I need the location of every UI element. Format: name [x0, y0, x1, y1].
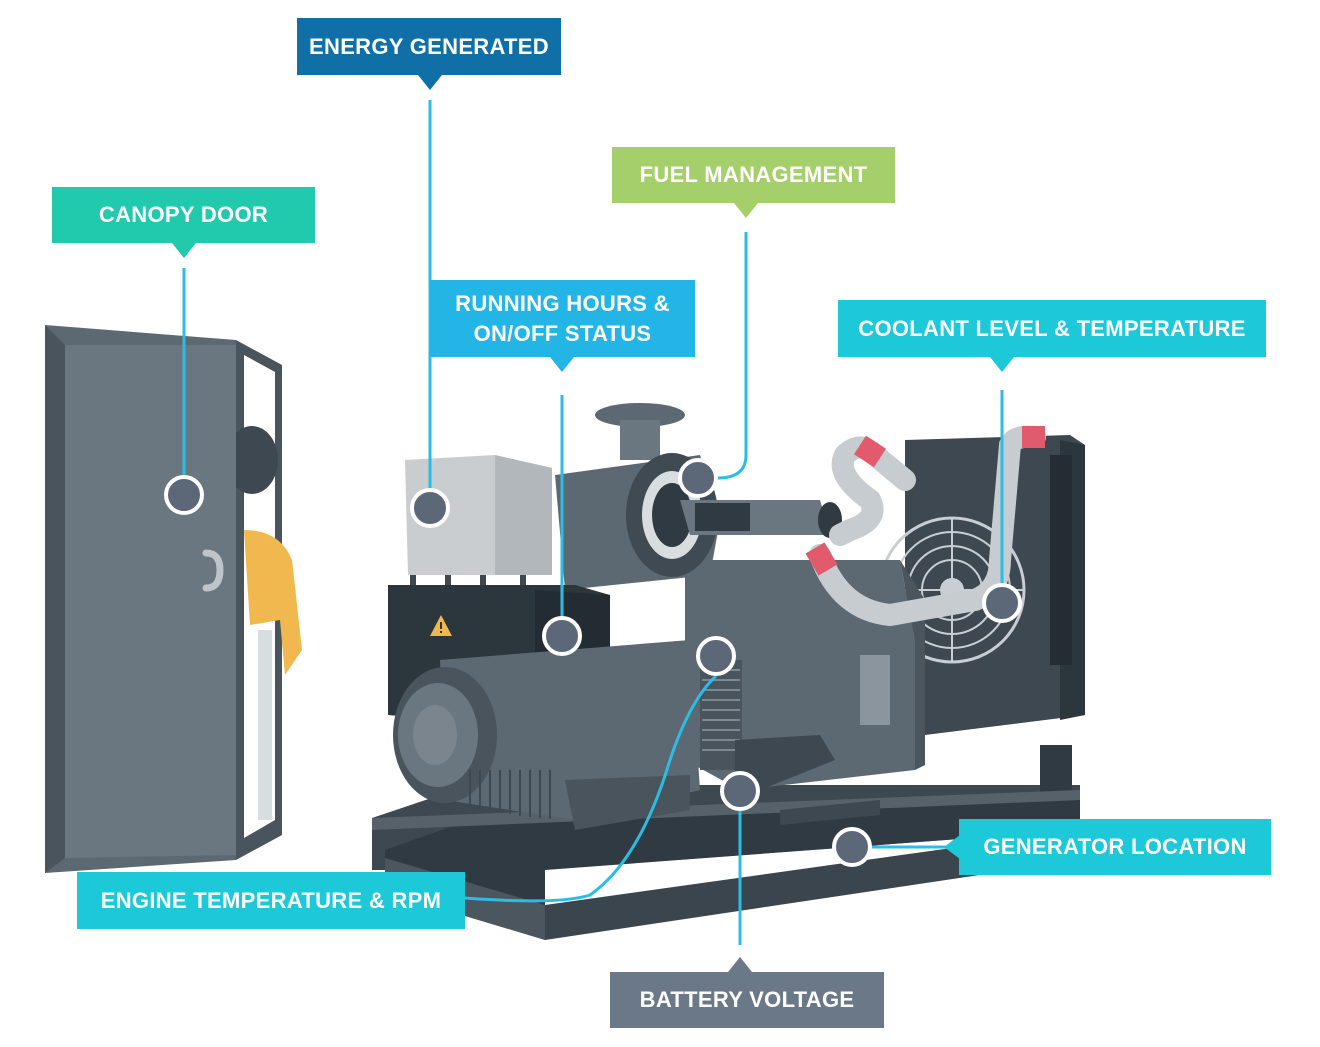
callout-running-hours: RUNNING HOURS & ON/OFF STATUS [430, 280, 695, 357]
person [226, 426, 302, 820]
sensor-dots [164, 458, 1022, 867]
callout-engine-temperature-text: ENGINE TEMPERATURE & RPM [100, 887, 442, 913]
callout-energy-generated: ENERGY GENERATED [297, 18, 561, 75]
callout-notches [172, 75, 1014, 972]
sensor-dot-engine [696, 636, 736, 676]
callout-fuel-management-text: FUEL MANAGEMENT [639, 162, 868, 187]
radiator [878, 435, 1085, 735]
callout-fuel-management: FUEL MANAGEMENT [612, 147, 895, 203]
callout-canopy-door-text: CANOPY DOOR [98, 202, 269, 227]
callout-coolant: COOLANT LEVEL & TEMPERATURE [838, 300, 1266, 357]
sensor-dot-canopy-door [164, 475, 204, 515]
sensor-dot-battery [720, 771, 760, 811]
callout-battery-voltage: BATTERY VOLTAGE [610, 972, 884, 1028]
canopy-door [45, 325, 302, 873]
callout-battery-voltage-text: BATTERY VOLTAGE [639, 987, 855, 1012]
callout-energy-generated-text: ENERGY GENERATED [309, 33, 549, 59]
callout-generator-location-text: GENERATOR LOCATION [983, 834, 1247, 859]
engine-block [685, 560, 925, 825]
callout-generator-location: GENERATOR LOCATION [959, 819, 1271, 875]
sensor-dot-location [832, 827, 872, 867]
alternator [393, 640, 700, 830]
callout-engine-temperature: ENGINE TEMPERATURE & RPM [77, 872, 465, 929]
sensor-dot-coolant [982, 583, 1022, 623]
callout-canopy-door: CANOPY DOOR [52, 187, 315, 243]
energy-meter-box [405, 455, 552, 587]
sensor-dot-running-hours [542, 616, 582, 656]
callout-running-hours-line2: ON/OFF STATUS [473, 320, 652, 346]
door-handle [202, 549, 224, 592]
sensor-dot-fuel [678, 458, 718, 498]
sensor-dot-energy [410, 488, 450, 528]
warning-icon [430, 615, 452, 636]
callout-coolant-text: COOLANT LEVEL & TEMPERATURE [858, 315, 1246, 341]
callout-running-hours-line1: RUNNING HOURS & [455, 290, 670, 316]
